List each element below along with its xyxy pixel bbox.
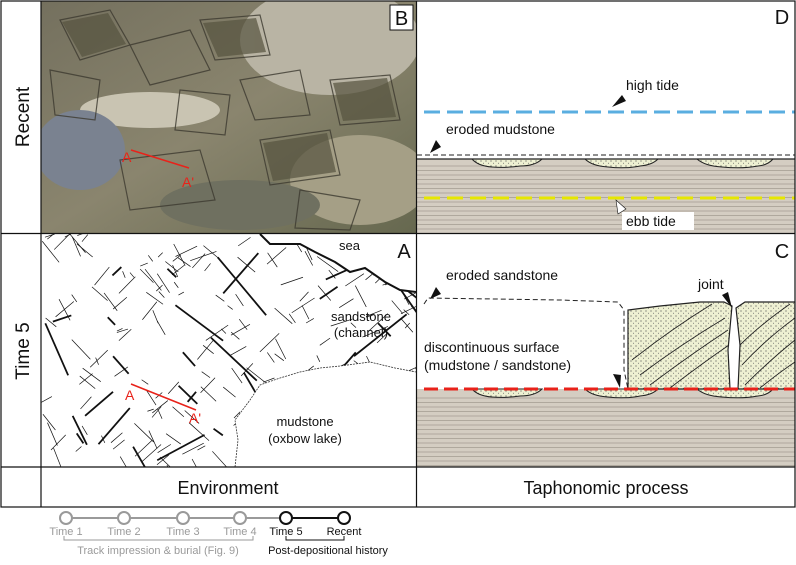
panel-d-section <box>417 1 795 233</box>
arrow-ebb-tide-icon <box>615 199 627 215</box>
timeline-label-4: Time 4 <box>223 526 256 538</box>
section-label-b-end: A' <box>182 174 194 190</box>
timeline: Time 1 Time 2 Time 3 Time 4 Time 5 Recent Tra… <box>49 511 388 557</box>
label-sandstone: sandstone <box>331 309 391 324</box>
section-line-b <box>130 149 190 169</box>
section-line-a <box>130 383 197 411</box>
section-label-a-end: A' <box>189 410 201 426</box>
grid-frame <box>0 0 796 508</box>
label-sandstone-channel: (channel) <box>334 325 388 340</box>
arrow-eroded-mudstone-icon <box>430 140 441 153</box>
timeline-node-6 <box>337 511 351 525</box>
section-label-b-start: A <box>122 149 132 165</box>
timeline-node-4 <box>233 511 247 525</box>
row-label-time5: Time 5 <box>13 322 34 379</box>
timeline-group-left: Track impression & burial (Fig. 9) <box>77 545 239 557</box>
timeline-label-6: Recent <box>327 526 362 538</box>
panel-b-photo <box>41 1 416 233</box>
section-label-a-start: A <box>125 387 135 403</box>
timeline-node-5 <box>279 511 293 525</box>
label-discontinuous-surface: discontinuous surface <box>424 339 560 355</box>
label-high-tide: high tide <box>626 77 679 93</box>
timeline-node-2 <box>117 511 131 525</box>
arrow-eroded-sandstone-icon <box>430 287 441 299</box>
label-mudstone: mudstone <box>276 414 333 429</box>
label-mudstone-oxbow: (oxbow lake) <box>268 431 342 446</box>
column-label-environment: Environment <box>177 478 278 498</box>
label-joint: joint <box>697 276 724 292</box>
timeline-label-5: Time 5 <box>269 526 302 538</box>
timeline-label-1: Time 1 <box>49 526 82 538</box>
panel-letter-a: A <box>397 241 411 263</box>
timeline-label-2: Time 2 <box>107 526 140 538</box>
panel-a-map <box>41 234 416 467</box>
label-eroded-sandstone: eroded sandstone <box>446 267 558 283</box>
timeline-label-3: Time 3 <box>166 526 199 538</box>
label-discontinuous-surface-sub: (mudstone / sandstone) <box>424 357 571 373</box>
timeline-node-1 <box>59 511 73 525</box>
row-label-recent: Recent <box>13 86 34 147</box>
arrow-high-tide-icon <box>612 95 626 107</box>
svg-text:B: B <box>395 8 408 30</box>
label-eroded-mudstone: eroded mudstone <box>446 121 555 137</box>
label-ebb-tide: ebb tide <box>626 213 676 229</box>
panel-c-section <box>417 234 795 467</box>
timeline-node-3 <box>176 511 190 525</box>
label-sea: sea <box>339 238 361 253</box>
column-label-taphonomic: Taphonomic process <box>523 478 688 498</box>
arrow-discontinuous-surface-icon <box>613 374 621 388</box>
arrow-joint-icon <box>722 292 732 308</box>
panel-letter-b: B <box>389 4 414 31</box>
panel-letter-d: D <box>775 7 789 29</box>
timeline-group-right: Post-depositional history <box>268 545 388 557</box>
panel-letter-c: C <box>775 241 789 263</box>
